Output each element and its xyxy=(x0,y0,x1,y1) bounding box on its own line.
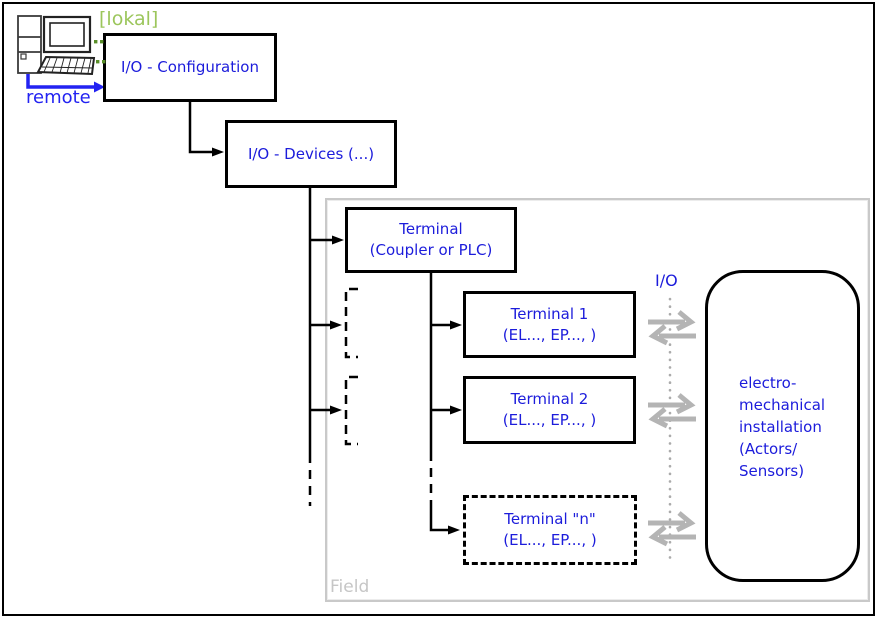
box-terminal-n: Terminal "n" (EL..., EP..., ) xyxy=(463,495,637,565)
computer-icons xyxy=(17,15,106,76)
box-electromechanical-installation: electro- mechanical installation (Actors… xyxy=(705,270,860,582)
pc-tower-icon xyxy=(17,15,42,74)
arrowhead xyxy=(330,405,342,415)
exchange-arrows-icon xyxy=(648,511,696,547)
box-terminal-1: Terminal 1 (EL..., EP..., ) xyxy=(463,291,636,358)
devices-trunk-line xyxy=(308,185,333,506)
coupler-trunk-line xyxy=(429,270,451,532)
arrowhead xyxy=(330,320,342,330)
box-terminal-2: Terminal 2 (EL..., EP..., ) xyxy=(463,376,636,444)
box-terminal-2-label: Terminal 2 (EL..., EP..., ) xyxy=(502,390,597,429)
remote-arrow xyxy=(26,74,105,93)
lokal-label: [lokal] xyxy=(99,8,159,30)
box-terminal-n-label: Terminal "n" (EL..., EP..., ) xyxy=(503,510,597,549)
box-terminal-coupler: Terminal (Coupler or PLC) xyxy=(345,207,517,273)
arrow-config-to-devices xyxy=(188,99,213,154)
installation-label: electro- mechanical installation (Actors… xyxy=(739,374,826,480)
arrowhead xyxy=(332,235,344,245)
arrowhead xyxy=(212,147,224,157)
arrowhead xyxy=(450,405,462,415)
box-io-configuration: I/O - Configuration xyxy=(103,33,277,102)
exchange-arrows-icon xyxy=(648,393,696,429)
exchange-arrows-icon xyxy=(648,310,696,346)
arrowhead xyxy=(450,320,462,330)
box-io-configuration-label: I/O - Configuration xyxy=(121,58,259,76)
dashed-device-stubs xyxy=(344,287,358,446)
field-region xyxy=(325,198,870,602)
monitor-icon xyxy=(42,15,92,54)
keyboard-icon xyxy=(36,55,96,76)
io-label: I/O xyxy=(655,271,678,290)
box-io-devices-label: I/O - Devices (...) xyxy=(247,144,375,163)
box-terminal-coupler-label: Terminal (Coupler or PLC) xyxy=(369,220,493,259)
arrowhead xyxy=(448,525,460,535)
field-label: Field xyxy=(330,577,370,597)
box-io-devices: I/O - Devices (...) xyxy=(225,120,397,188)
box-terminal-1-label: Terminal 1 (EL..., EP..., ) xyxy=(502,304,597,344)
lokal-dotted-links xyxy=(94,40,106,64)
remote-label: remote xyxy=(26,87,91,108)
